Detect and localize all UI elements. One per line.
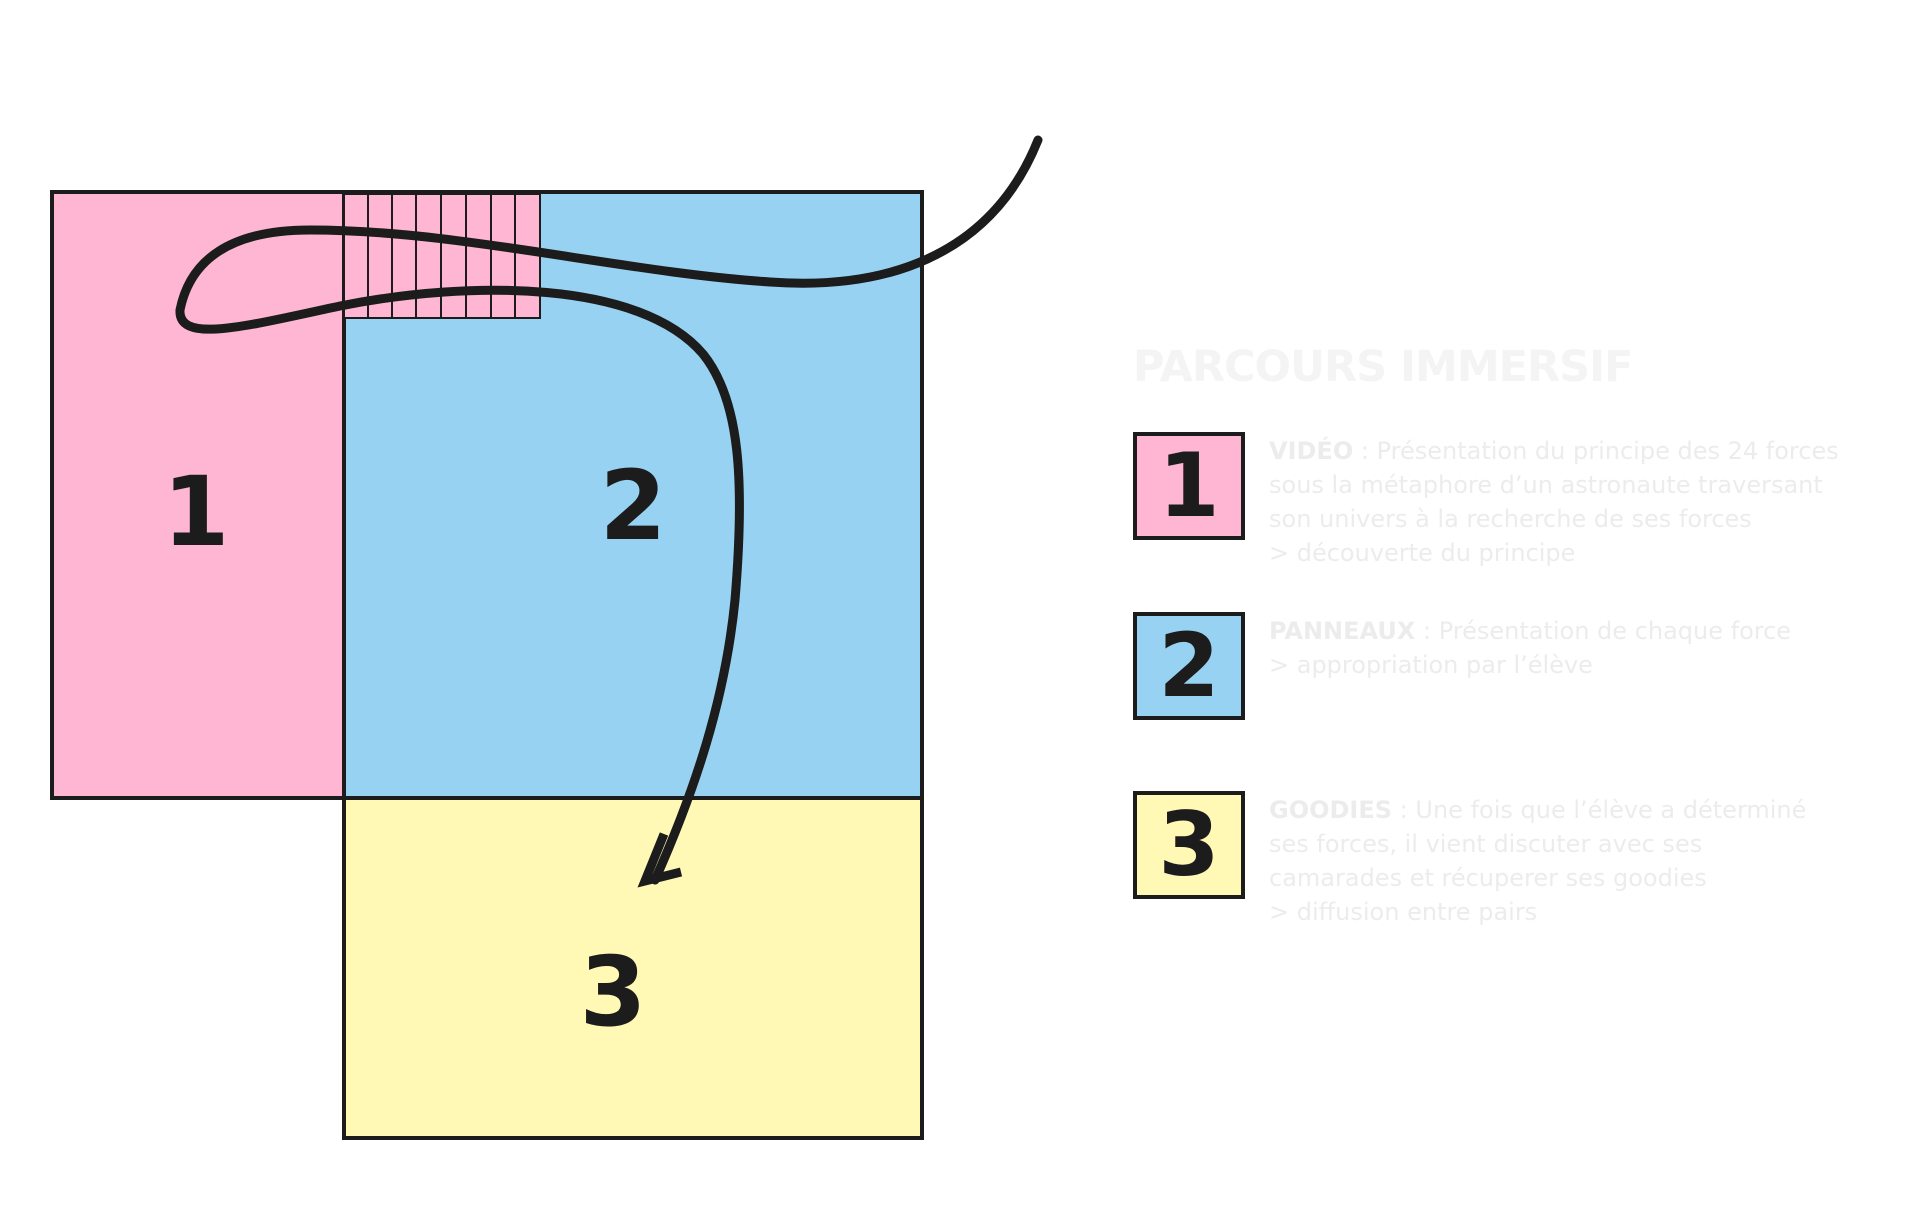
legend-keyword-video: VIDÉO: [1269, 437, 1354, 465]
legend-number-box-2: 2: [1133, 612, 1245, 720]
legend-line: son univers à la recherche de ses forces: [1269, 505, 1752, 533]
legend-keyword-goodies: GOODIES: [1269, 796, 1393, 824]
zone-1-number: 1: [163, 456, 230, 568]
legend-line: : Présentation de chaque force: [1415, 617, 1792, 645]
legend-line: > appropriation par l’élève: [1269, 651, 1593, 679]
legend-description-1: VIDÉO : Présentation du principe des 24 …: [1269, 434, 1869, 570]
zone-2-number: 2: [600, 450, 667, 562]
legend-line: sous la métaphore d’un astronaute traver…: [1269, 471, 1823, 499]
legend-line: > découverte du principe: [1269, 539, 1576, 567]
zone-3-goodies: [342, 796, 924, 1140]
legend-number-box-1: 1: [1133, 432, 1245, 540]
visitor-path: [175, 135, 1043, 885]
legend-line: ses forces, il vient discuter avec ses: [1269, 830, 1703, 858]
legend-title: PARCOURS IMMERSIF: [1133, 342, 1633, 392]
path-arrowhead: [637, 832, 683, 888]
legend-line: > diffusion entre pairs: [1269, 898, 1538, 926]
legend-line: : Présentation du principe des 24 forces: [1353, 437, 1839, 465]
zone-1-video: [50, 190, 346, 800]
zone-3-number: 3: [580, 936, 647, 1048]
legend-number-box-3: 3: [1133, 791, 1245, 899]
legend-description-3: GOODIES : Une fois que l’élève a détermi…: [1269, 793, 1869, 929]
legend-line: : Une fois que l’élève a déterminé: [1392, 796, 1807, 824]
legend-description-2: PANNEAUX : Présentation de chaque force …: [1269, 614, 1869, 682]
legend-keyword-panels: PANNEAUX: [1269, 617, 1416, 645]
legend-line: camarades et récuperer ses goodies: [1269, 864, 1707, 892]
